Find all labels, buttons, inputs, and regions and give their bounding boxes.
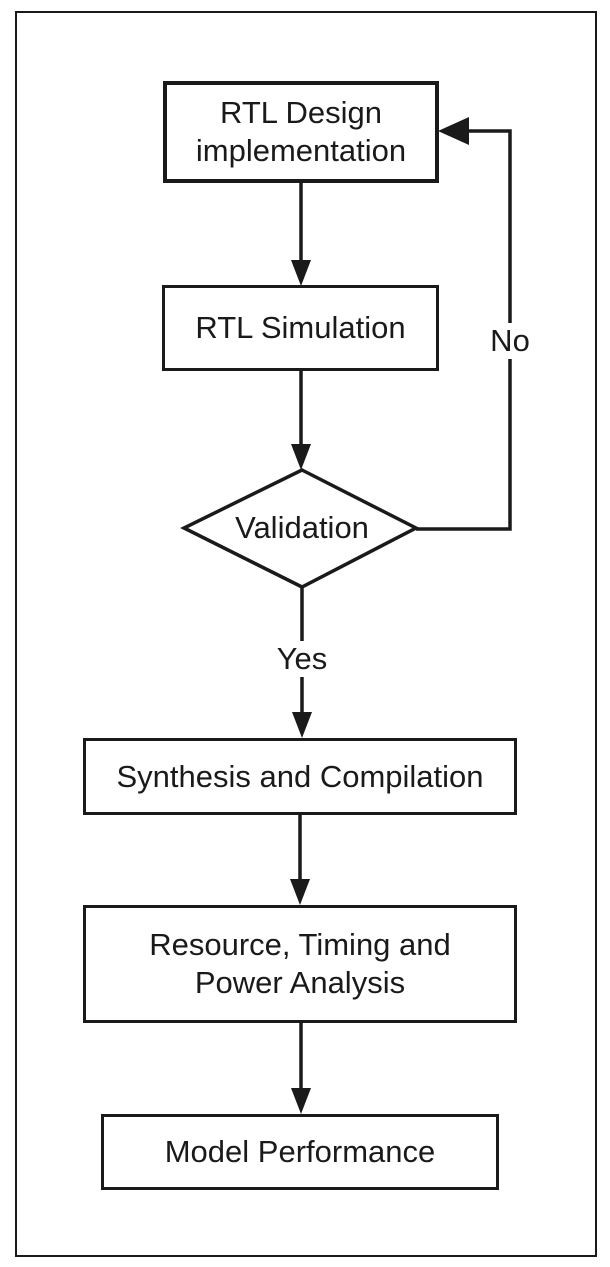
arrowhead-left-icon xyxy=(438,117,469,145)
arrowhead-down-icon xyxy=(292,712,312,738)
node-label: RTL Design implementation xyxy=(195,95,407,168)
node-label: Synthesis and Compilation xyxy=(116,758,484,794)
node-label: Validation xyxy=(235,510,369,545)
edge-label-text: No xyxy=(490,323,530,358)
arrowhead-down-icon xyxy=(290,879,310,905)
node-label: Resource, Timing and Power Analysis xyxy=(149,927,451,1000)
node-rtl-simulation: RTL Simulation xyxy=(162,285,439,371)
node-synthesis-and-compilation: Synthesis and Compilation xyxy=(83,738,517,815)
edge-label-text: Yes xyxy=(276,641,328,676)
node-label: Model Performance xyxy=(164,1134,436,1169)
edge-label-yes: Yes xyxy=(272,641,332,677)
arrowhead-down-icon xyxy=(291,444,311,470)
node-resource-timing-power-analysis: Resource, Timing and Power Analysis xyxy=(83,905,517,1023)
node-rtl-design-implementation: RTL Design implementation xyxy=(163,81,439,183)
node-model-performance: Model Performance xyxy=(101,1114,499,1190)
node-validation-label: Validation xyxy=(235,509,369,547)
edge-label-no: No xyxy=(486,323,534,359)
diagram-border xyxy=(15,11,597,1257)
decision-diamond-shape xyxy=(180,468,420,589)
arrowhead-down-icon xyxy=(291,1088,311,1114)
node-label: RTL Simulation xyxy=(195,310,406,345)
arrowhead-down-icon xyxy=(291,260,311,286)
